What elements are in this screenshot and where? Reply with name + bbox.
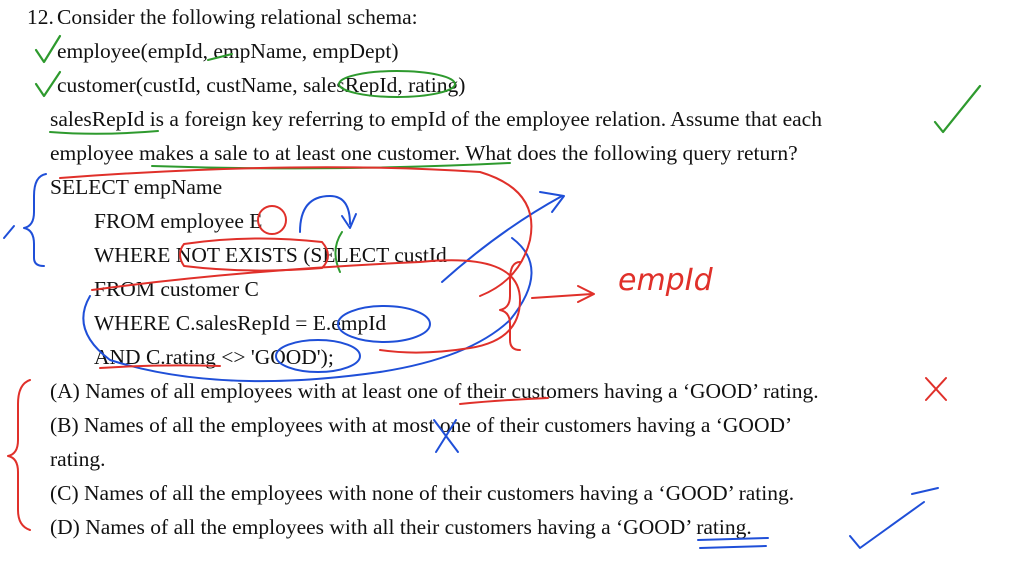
description-line-2: employee makes a sale to at least one cu… <box>50 141 798 165</box>
red-arrowhead-empid <box>577 285 595 303</box>
blue-arrow-upright <box>441 195 563 283</box>
description-line-1: salesRepId is a foreign key referring to… <box>50 107 822 131</box>
red-x-option-a <box>925 377 947 401</box>
schema-employee: employee(empId, empName, empDept) <box>57 39 399 63</box>
option-b: (B) Names of all the employees with at m… <box>50 413 793 437</box>
blue-arrow-e <box>299 195 351 233</box>
option-d: (D) Names of all the employees with all … <box>50 515 752 539</box>
query-line-5: WHERE C.salesRepId = E.empId <box>94 311 387 335</box>
blue-bracket-select <box>23 173 47 267</box>
query-line-3: WHERE NOT EXISTS (SELECT custId <box>94 243 447 267</box>
query-line-1: SELECT empName <box>50 175 223 199</box>
query-line-6: AND C.rating <> 'GOOD'); <box>94 345 334 369</box>
blue-tick-left <box>3 225 15 239</box>
option-b-continued: rating. <box>50 447 106 471</box>
query-line-2: FROM employee E <box>94 209 263 233</box>
option-a: (A) Names of all employees with at least… <box>50 379 819 403</box>
schema-customer: customer(custId, custName, salesRepId, r… <box>57 73 466 97</box>
blue-arrowhead-upright <box>539 191 565 213</box>
handwritten-note: empId <box>618 263 714 298</box>
red-arrow-empid <box>531 293 593 299</box>
blue-dash-option-c <box>911 487 939 495</box>
red-brace-right <box>499 261 521 351</box>
query-line-4: FROM customer C <box>94 277 259 301</box>
blue-arrowhead-e <box>341 213 357 229</box>
blue-check-option-d <box>849 501 925 549</box>
red-loop-subquery <box>91 259 521 354</box>
question-number: 12. <box>27 5 54 29</box>
option-c: (C) Names of all the employees with none… <box>50 481 795 505</box>
green-check-description <box>933 84 982 134</box>
question-intro: Consider the following relational schema… <box>57 5 418 29</box>
red-brace-options <box>7 379 31 531</box>
